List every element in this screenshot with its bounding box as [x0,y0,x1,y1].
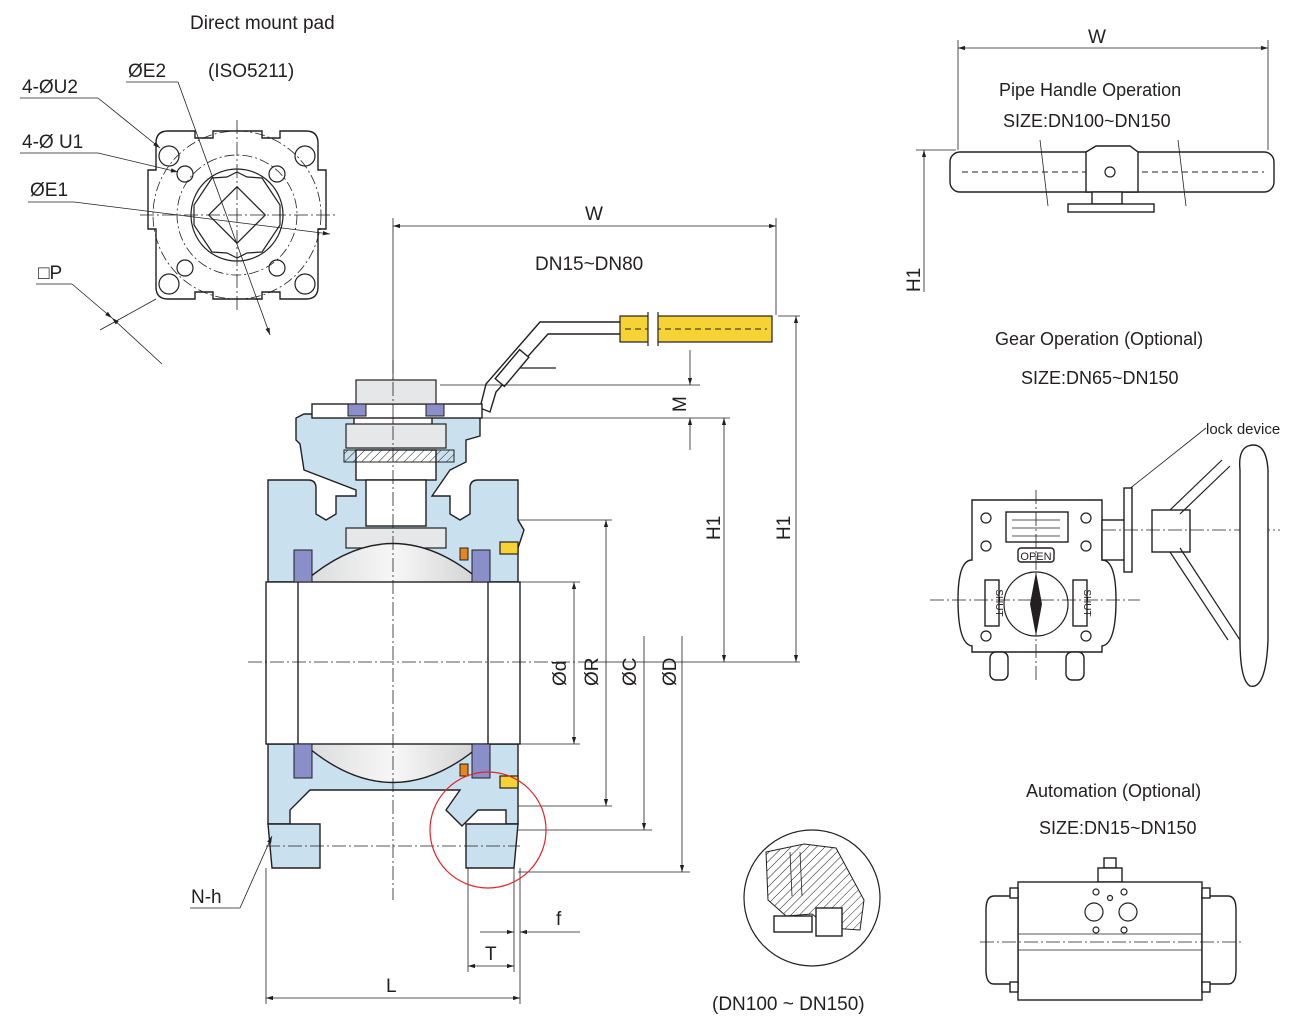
r-label: ØR [582,658,603,687]
l-label: L [386,976,397,997]
main-valve-view: W DN15~DN80 [190,204,800,1004]
bolt-bottom [499,775,519,789]
pipe-handle-base [1067,203,1155,213]
pipe-handle-hub [1085,145,1139,193]
mount-pad-standard: (ISO5211) [208,61,294,82]
m-label: M [670,396,691,412]
stem-nut [345,423,447,449]
u2-label: 4-ØU2 [22,77,78,98]
d-flange-label: ØD [660,658,681,687]
e1-label: ØE1 [30,180,68,201]
handwheel [1238,444,1269,687]
lock-device-label: lock device [1206,421,1280,438]
u2-bolt-hole [294,145,316,167]
gear-view: Gear Operation (Optional) SIZE:DN65~DN15… [930,329,1280,687]
pipe-handle-title: Pipe Handle Operation [999,80,1181,100]
nh-label: N-h [191,887,222,908]
u2-bolt-hole [158,145,180,167]
gear-size: SIZE:DN65~DN150 [1021,368,1179,388]
shut-right-label: SHUT [1081,589,1092,616]
handle-nut [355,379,437,405]
c-label: ØC [620,658,641,687]
handle-lever [479,321,623,413]
e2-label: ØE2 [128,61,166,82]
seat-left-bottom [293,743,313,779]
detail-marker-circle [429,771,547,889]
seat-left-top [293,549,313,583]
mount-pad-title: Direct mount pad [190,13,335,34]
pipe-h1-label: H1 [904,268,925,292]
w-label: W [585,204,603,225]
pipe-handle-size: SIZE:DN100~DN150 [1003,111,1171,131]
automation-title: Automation (Optional) [1026,781,1201,801]
u2-bolt-hole [158,273,180,295]
bolt-top [499,541,519,555]
pipe-handle-view: W Pipe Handle Operation SIZE:DN100~DN150… [904,27,1275,292]
u1-bolt-hole [268,165,286,183]
t-label: T [485,944,497,965]
gear-title: Gear Operation (Optional) [995,329,1203,349]
p-label: □P [38,263,62,284]
stop-plate [311,403,483,419]
detail-circle [743,829,881,967]
u2-bolt-hole [294,273,316,295]
h1-outer-label: H1 [774,516,795,540]
automation-view: Automation (Optional) SIZE:DN15~DN150 [980,781,1244,1001]
automation-size: SIZE:DN15~DN150 [1039,818,1197,838]
detail-caption: (DN100 ~ DN150) [712,994,865,1015]
stem [365,479,427,527]
f-label: f [556,909,562,930]
mount-pad-view: Direct mount pad (ISO5211) 4-ØU2 4-Ø U1 … [20,13,335,365]
u1-bolt-hole [268,259,286,277]
pipe-w-label: W [1088,27,1106,48]
actuator-cap-right [1201,895,1237,985]
size-range-label: DN15~DN80 [535,254,643,275]
seat-right-top [471,549,491,583]
actuator-cap-left [985,895,1019,985]
d-bore-label: Ød [550,661,571,686]
actuator-body [1017,881,1203,1001]
u1-bolt-hole [176,259,194,277]
u1-label: 4-Ø U1 [22,132,83,153]
shut-left-label: SHUT [993,589,1004,616]
u1-bolt-hole [176,165,194,183]
h1-inner-label: H1 [704,516,725,540]
detail-view: (DN100 ~ DN150) [712,829,881,1015]
stem-square [207,185,267,245]
